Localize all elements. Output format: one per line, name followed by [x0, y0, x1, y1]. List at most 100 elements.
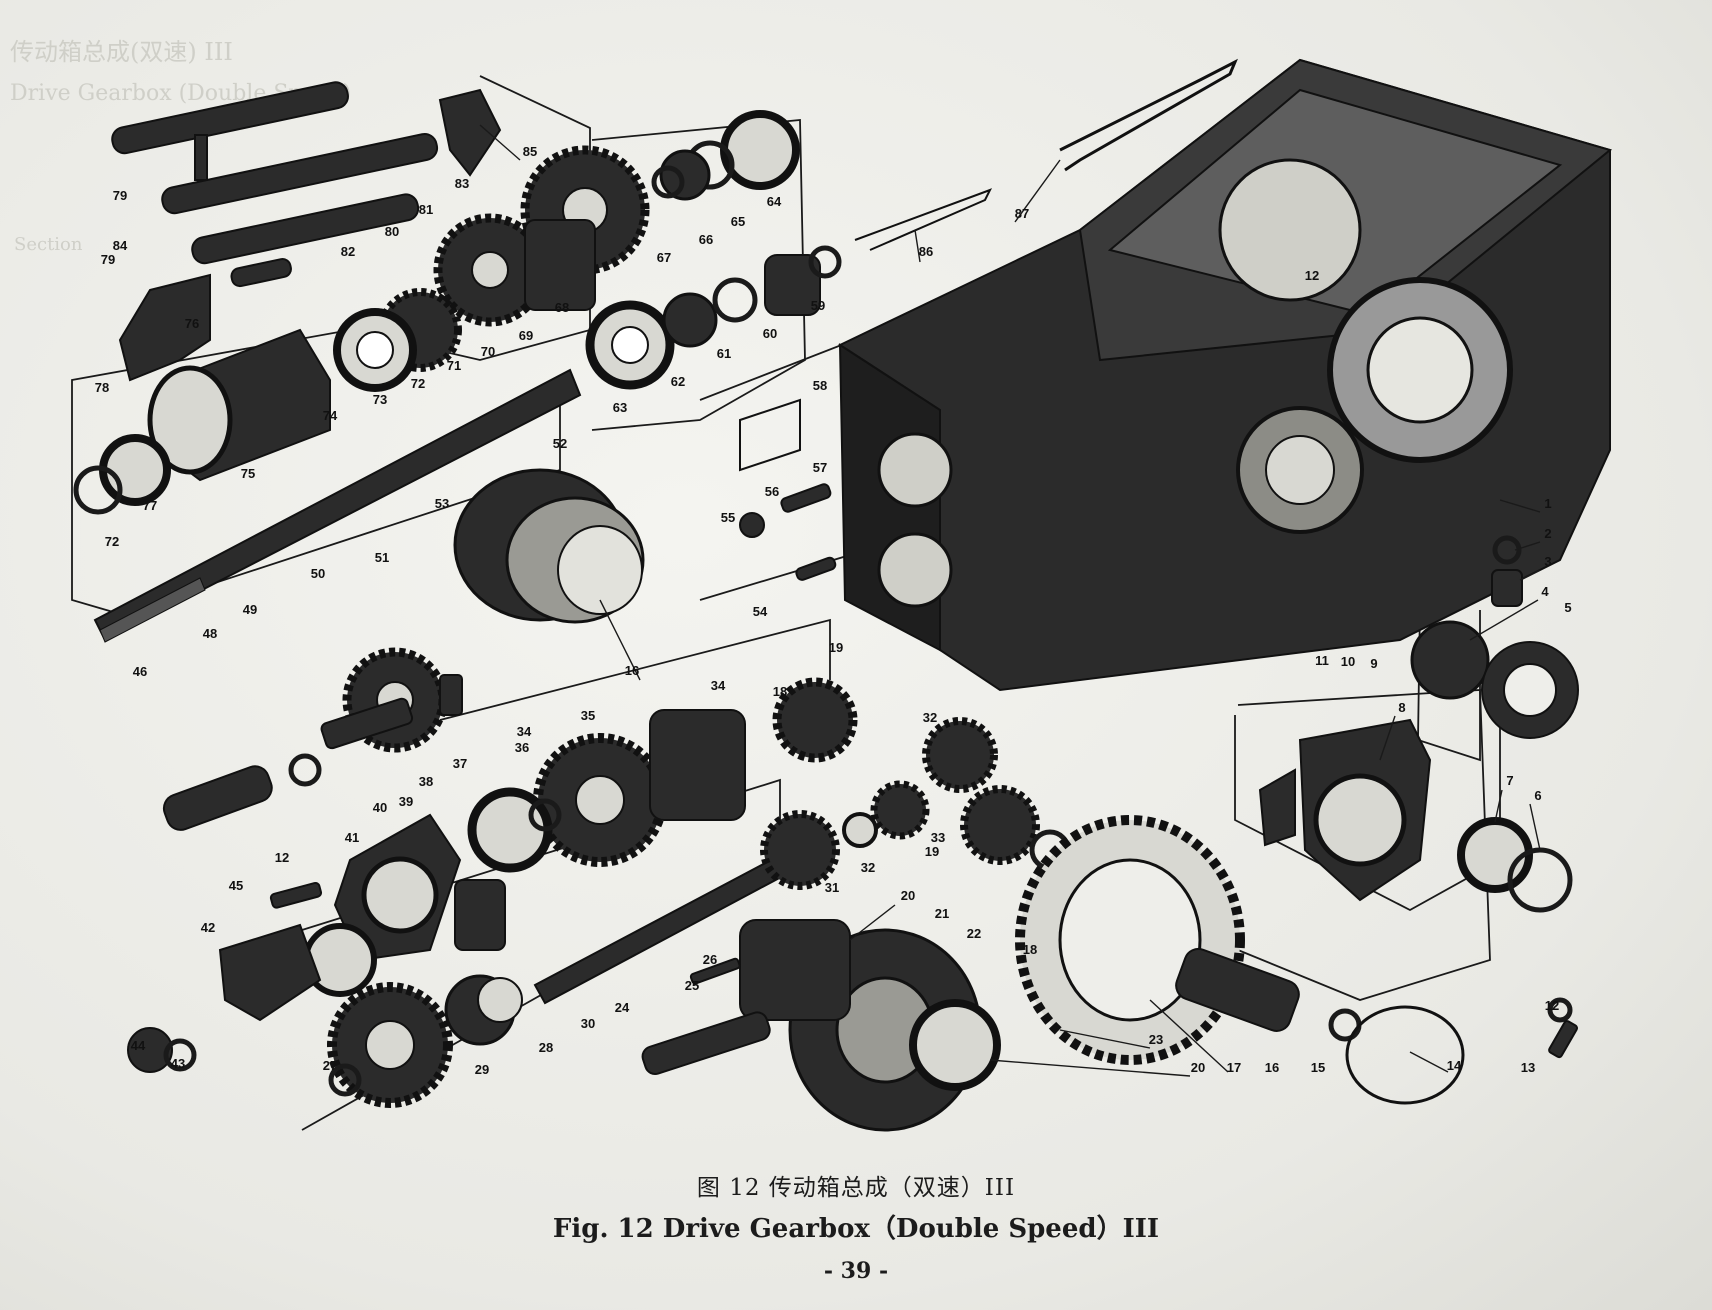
bearing-66	[659, 149, 711, 201]
part-number-label: 29	[475, 1062, 489, 1077]
ball-55	[739, 512, 765, 538]
part-number-label: 60	[763, 326, 777, 341]
frame-mid-gear-group	[439, 618, 831, 721]
bevel-gear-19	[772, 677, 858, 763]
part-number-labels: 1234567891011121212131415161617181819192…	[95, 144, 1572, 1077]
part-number-label: 35	[581, 708, 595, 723]
shift-rod-82	[191, 193, 420, 265]
part-number-label: 87	[1015, 206, 1029, 221]
part-number-label: 39	[399, 794, 413, 809]
part-number-label: 77	[143, 498, 157, 513]
part-number-label: 27	[323, 1058, 337, 1073]
part-number-label: 59	[811, 298, 825, 313]
bearing-housing-bore	[147, 365, 233, 475]
differential-case	[641, 815, 1245, 1132]
part-number-label: 54	[753, 604, 768, 619]
part-number-label: 38	[419, 774, 433, 789]
part-number-label: 43	[171, 1056, 185, 1071]
part-number-label: 33	[931, 830, 945, 845]
part-number-label: 7	[1506, 773, 1513, 788]
spacer-60	[764, 254, 821, 316]
o-ring-14	[1345, 1005, 1465, 1105]
part-number-label: 11	[1315, 653, 1329, 668]
ring-15	[1328, 1008, 1362, 1042]
part-number-label: 6	[1534, 788, 1541, 803]
bearing-77	[99, 434, 171, 506]
leader-lines	[479, 124, 1541, 1077]
part-number-label: 84	[113, 238, 128, 253]
part-number-label: 65	[731, 214, 745, 229]
bearing-62	[662, 292, 718, 348]
part-number-label: 12	[1545, 998, 1559, 1013]
part-number-label: 23	[1149, 1032, 1163, 1047]
part-number-label: 31	[825, 880, 839, 895]
pinion-shaft-31	[533, 810, 840, 1005]
bevel-gear-19b	[960, 785, 1040, 865]
nut-44	[127, 1027, 173, 1073]
spring-54	[795, 556, 837, 581]
part-number-label: 85	[523, 144, 537, 159]
lower-gears	[327, 974, 523, 1108]
housing-front-bore-upper	[877, 432, 953, 508]
part-number-label: 24	[615, 1000, 630, 1015]
mid-gears	[162, 647, 746, 867]
gear-29-hub	[365, 1020, 415, 1070]
shift-forks-and-rods	[111, 81, 502, 382]
bearing-7	[1457, 817, 1533, 893]
part-number-label: 51	[375, 550, 389, 565]
part-number-label: 21	[935, 906, 949, 921]
circlip-61	[712, 277, 758, 323]
exploded-parts-diagram: 传动箱总成(双速) III Drive Gearbox (Double Spee…	[10, 38, 1613, 1132]
figure-caption-cn: 图 12 传动箱总成（双速）III	[696, 1175, 1016, 1201]
part-number-label: 76	[185, 316, 199, 331]
gaskets	[739, 58, 1238, 472]
shaft-46	[162, 765, 273, 831]
part-number-label: 10	[1341, 654, 1355, 669]
housing-side-bore	[1366, 316, 1474, 424]
part-number-label: 64	[767, 194, 782, 209]
plug-3	[1491, 569, 1523, 607]
shift-fork-85	[438, 88, 502, 177]
part-number-label: 19	[925, 844, 939, 859]
bearing-20	[909, 999, 1001, 1091]
part-number-label: 18	[773, 684, 787, 699]
shim-9	[1258, 768, 1296, 847]
part-number-label: 30	[581, 1016, 595, 1031]
bearing-4	[1410, 620, 1490, 700]
gear-35-hub	[575, 775, 625, 825]
part-number-label: 26	[703, 952, 717, 967]
part-number-label: 9	[1370, 656, 1377, 671]
part-number-label: 4	[1541, 584, 1549, 599]
washer-43	[163, 1038, 197, 1072]
pinion-gear-31	[760, 810, 840, 890]
seal-39	[303, 923, 377, 997]
part-number-label: 80	[385, 224, 399, 239]
ring-gear-17-bore	[1058, 858, 1202, 1022]
detent-springs	[739, 483, 837, 581]
part-number-label: 48	[203, 626, 217, 641]
cover-41-bore	[361, 856, 439, 934]
part-number-label: 49	[243, 602, 257, 617]
top-gasket-87	[1059, 58, 1238, 172]
part-number-label: 1	[1544, 496, 1551, 511]
part-number-label: 16	[625, 663, 639, 678]
bevel-gear-32	[922, 717, 998, 793]
gear-70-hub	[471, 251, 509, 289]
bearing-63-bore	[611, 326, 649, 364]
part-number-label: 71	[447, 358, 461, 373]
figure-caption-en: Fig. 12 Drive Gearbox（Double Speed）III	[552, 1214, 1160, 1244]
part-number-label: 12	[1305, 268, 1319, 283]
part-number-label: 74	[323, 408, 338, 423]
part-number-label: 12	[275, 850, 289, 865]
bolt-13	[1548, 1020, 1579, 1059]
washer-2	[1492, 535, 1522, 565]
gear-34	[649, 709, 746, 821]
bevel-gear-33	[870, 780, 930, 840]
part-number-label: 34	[517, 724, 532, 739]
output-group	[1175, 535, 1579, 1105]
part-number-label: 8	[1398, 700, 1405, 715]
circlip-72	[73, 465, 123, 515]
part-number-label: 79	[113, 188, 127, 203]
part-number-label: 46	[133, 664, 147, 679]
